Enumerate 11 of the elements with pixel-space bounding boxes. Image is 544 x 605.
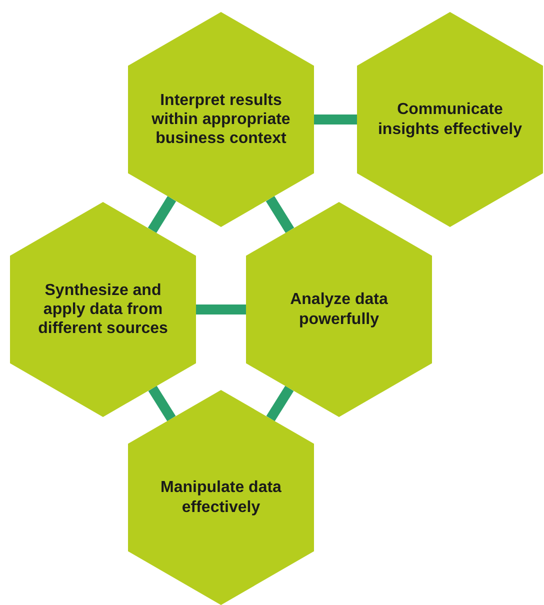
connector-bar [148, 386, 176, 422]
node-label: Synthesize and apply data from different sources [37, 280, 169, 338]
node-label: Analyze data powerfully [289, 290, 389, 329]
node-label: Interpret results within appropriate business context [150, 90, 292, 148]
node-label: Manipulate data effectively [160, 478, 282, 517]
connector-bar [196, 304, 246, 314]
connector-bar [266, 386, 294, 422]
connector-bar [266, 196, 294, 234]
connector-bar [148, 196, 176, 234]
node-label: Communicate insights effectively [377, 100, 523, 139]
connector-bar [314, 114, 357, 124]
